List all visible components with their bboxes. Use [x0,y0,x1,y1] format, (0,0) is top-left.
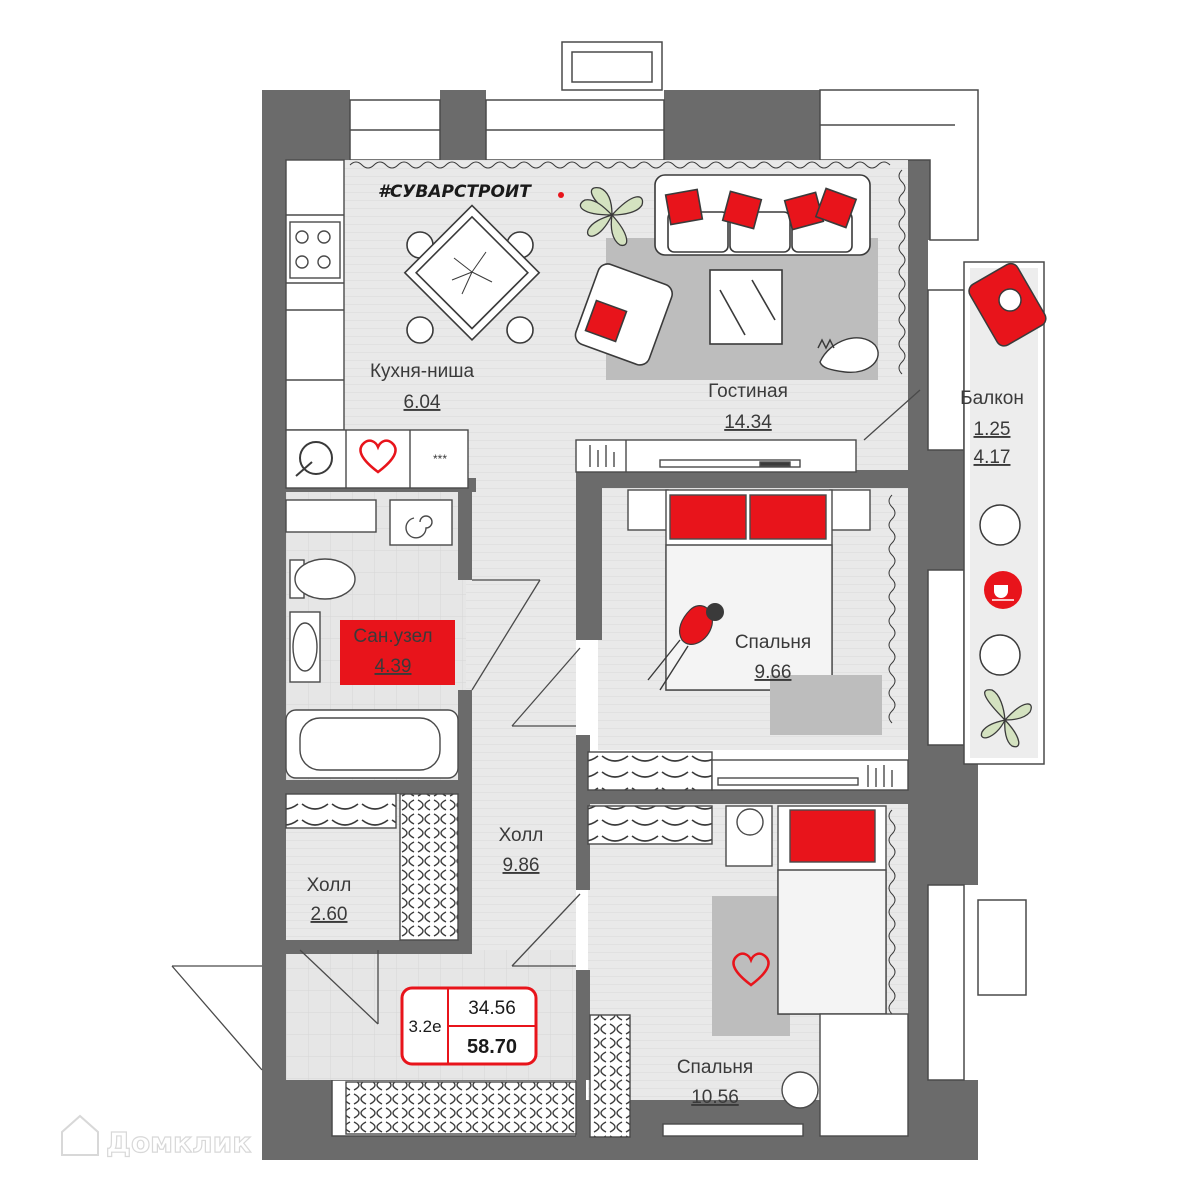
bathroom-area: 4.39 [375,656,412,677]
washing-machine-icon [295,441,333,477]
sofa [654,174,871,256]
balcony-label: Балкон [960,388,1024,409]
doors [171,389,921,1071]
hall-main-area: 9.86 [503,855,540,876]
living-area-total: 34.56 [468,998,516,1019]
kitchen-unit [285,159,469,489]
bedroom1-area: 9.66 [755,662,792,683]
bathroom-fixtures [285,499,459,779]
living-label: Гостиная [708,381,788,402]
tv-stand-bedroom1 [711,759,909,791]
brand-logo: #СУВАРСТРОИТ [378,182,532,202]
cooktop-icon [289,221,341,279]
balcony-area [963,261,1045,765]
rug-heart-icon [732,952,770,987]
balcony-area-2: 4.17 [974,447,1011,468]
tv-stand-living [575,439,857,473]
hall-main-label: Холл [499,825,544,846]
balcony-plant-icon [980,689,1032,748]
coffee-table [709,269,783,345]
area-summary-badge: 3.2е 34.56 58.70 [400,986,538,1066]
hall-small-label: Холл [307,875,352,896]
kitchen-area: 6.04 [404,392,441,413]
coffee-cup-icon [984,571,1022,609]
plant-icon [579,187,644,247]
hall-small-area: 2.60 [311,904,348,925]
balcony-chairs [968,262,1047,676]
balcony-area: 1.25 [974,419,1011,440]
person-icon [647,603,724,691]
total-area: 58.70 [467,1036,517,1058]
cat-icon [817,337,879,373]
kitchen-label: Кухня-ниша [370,361,475,382]
bath-mat [340,620,455,685]
bedroom2-area: 10.56 [691,1087,739,1108]
brand-dot [558,192,564,198]
type-code: 3.2е [408,1017,441,1036]
bedroom2-label: Спальня [677,1057,753,1078]
oven-dots: *** [433,452,447,466]
heart-icon [359,439,397,474]
bedroom1-label: Спальня [735,632,811,653]
dining-table [403,204,541,344]
living-area: 14.34 [724,412,772,433]
bedroom2-furniture [662,805,909,1137]
watermark: Домклик [61,1114,252,1160]
watermark-text: Домклик [106,1126,251,1159]
armchair [574,263,673,366]
bedroom1-furniture [627,489,882,735]
wardrobes [285,751,713,1138]
bathroom-label: Сан.узел [353,626,432,647]
